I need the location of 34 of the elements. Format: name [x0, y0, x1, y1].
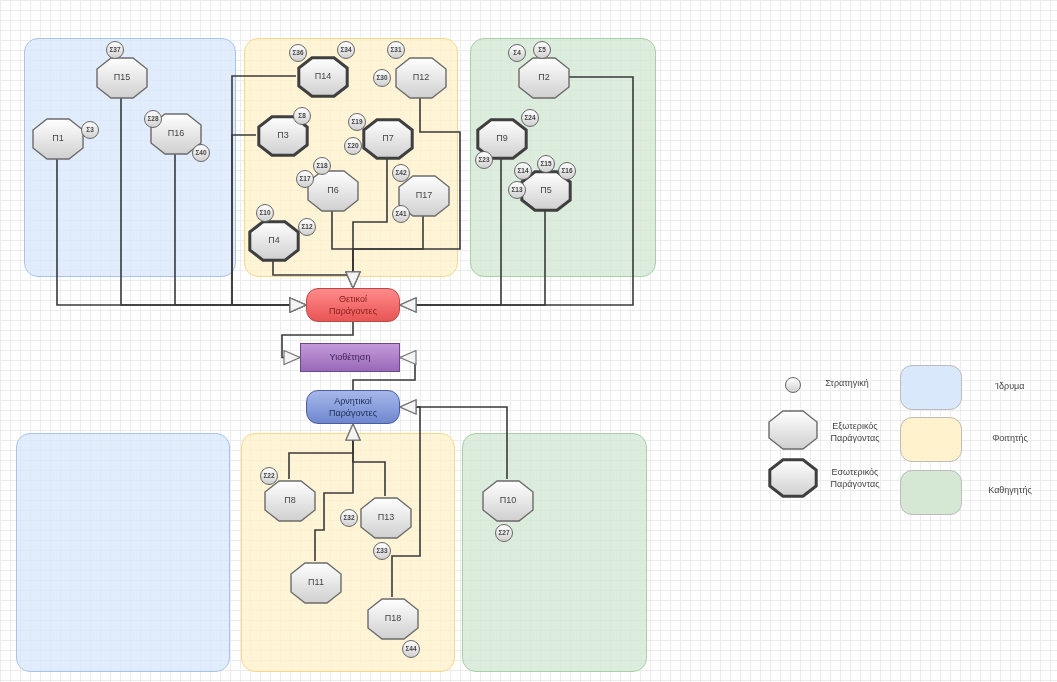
group-panel — [470, 38, 656, 277]
legend-label: Εσωτερικός Παράγοντας — [829, 466, 881, 490]
connector-arrow — [281, 321, 354, 366]
adoption-box: Υιοθέτηση — [300, 343, 400, 372]
internal-factor-octagon: Π14 — [297, 56, 349, 98]
external-factor-octagon: Π2 — [518, 57, 570, 99]
connector-arrow — [345, 423, 386, 497]
group-panel — [16, 433, 230, 672]
group-panel — [24, 38, 236, 277]
negative-factors-box: Αρνητικοί Παράγοντες — [306, 390, 400, 424]
positive-factors-box: Θετικοί Παράγοντες — [306, 288, 400, 322]
internal-factor-octagon: Π7 — [362, 118, 414, 160]
external-factor-octagon: Π13 — [360, 497, 412, 539]
legend-label: Ίδρυμα — [994, 380, 1026, 392]
legend-label: Εξωτερικός Παράγοντας — [829, 420, 881, 444]
connector-arrow — [272, 260, 361, 289]
external-factor-octagon: Π18 — [367, 598, 419, 640]
group-panel — [462, 433, 647, 672]
internal-factor-octagon: Π4 — [248, 220, 300, 262]
external-factor-octagon: Π11 — [290, 562, 342, 604]
group-panel — [241, 433, 455, 672]
external-factor-octagon: Π12 — [395, 57, 447, 99]
legend-label: Φοιτητής — [991, 432, 1029, 444]
connector-arrow — [399, 399, 508, 480]
legend-label: Στρατηγική — [824, 377, 870, 389]
legend-label: Καθηγητής — [987, 484, 1033, 496]
connector-arrow — [352, 349, 417, 391]
external-factor-octagon: Π8 — [264, 480, 316, 522]
group-panel — [244, 38, 458, 277]
connector-arrow — [399, 210, 546, 313]
external-factor-octagon: Π15 — [96, 57, 148, 99]
external-factor-octagon: Π10 — [482, 480, 534, 522]
connector-arrow — [231, 134, 307, 313]
external-factor-octagon: Π1 — [32, 118, 84, 160]
